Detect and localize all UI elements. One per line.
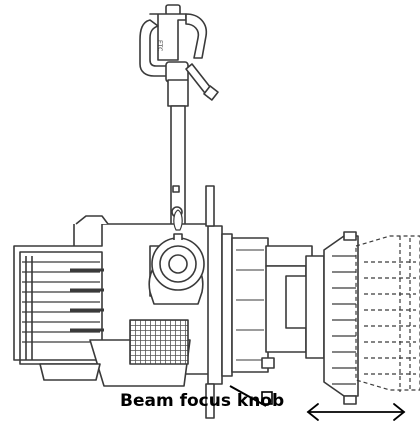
beam-focus-knob-label: Beam focus knob <box>120 391 285 411</box>
lens-tube <box>261 245 325 369</box>
shutter-assembly <box>205 185 269 419</box>
clamp-marking: ETC <box>156 40 163 51</box>
focus-travel-arrow <box>306 403 406 421</box>
vent-grille <box>129 319 189 365</box>
beam-focus-knob <box>261 391 273 405</box>
yoke-pivot <box>148 209 205 305</box>
extended-lens-outline <box>355 235 420 392</box>
front-barrel <box>323 231 359 405</box>
callout-leader-line <box>229 385 267 407</box>
